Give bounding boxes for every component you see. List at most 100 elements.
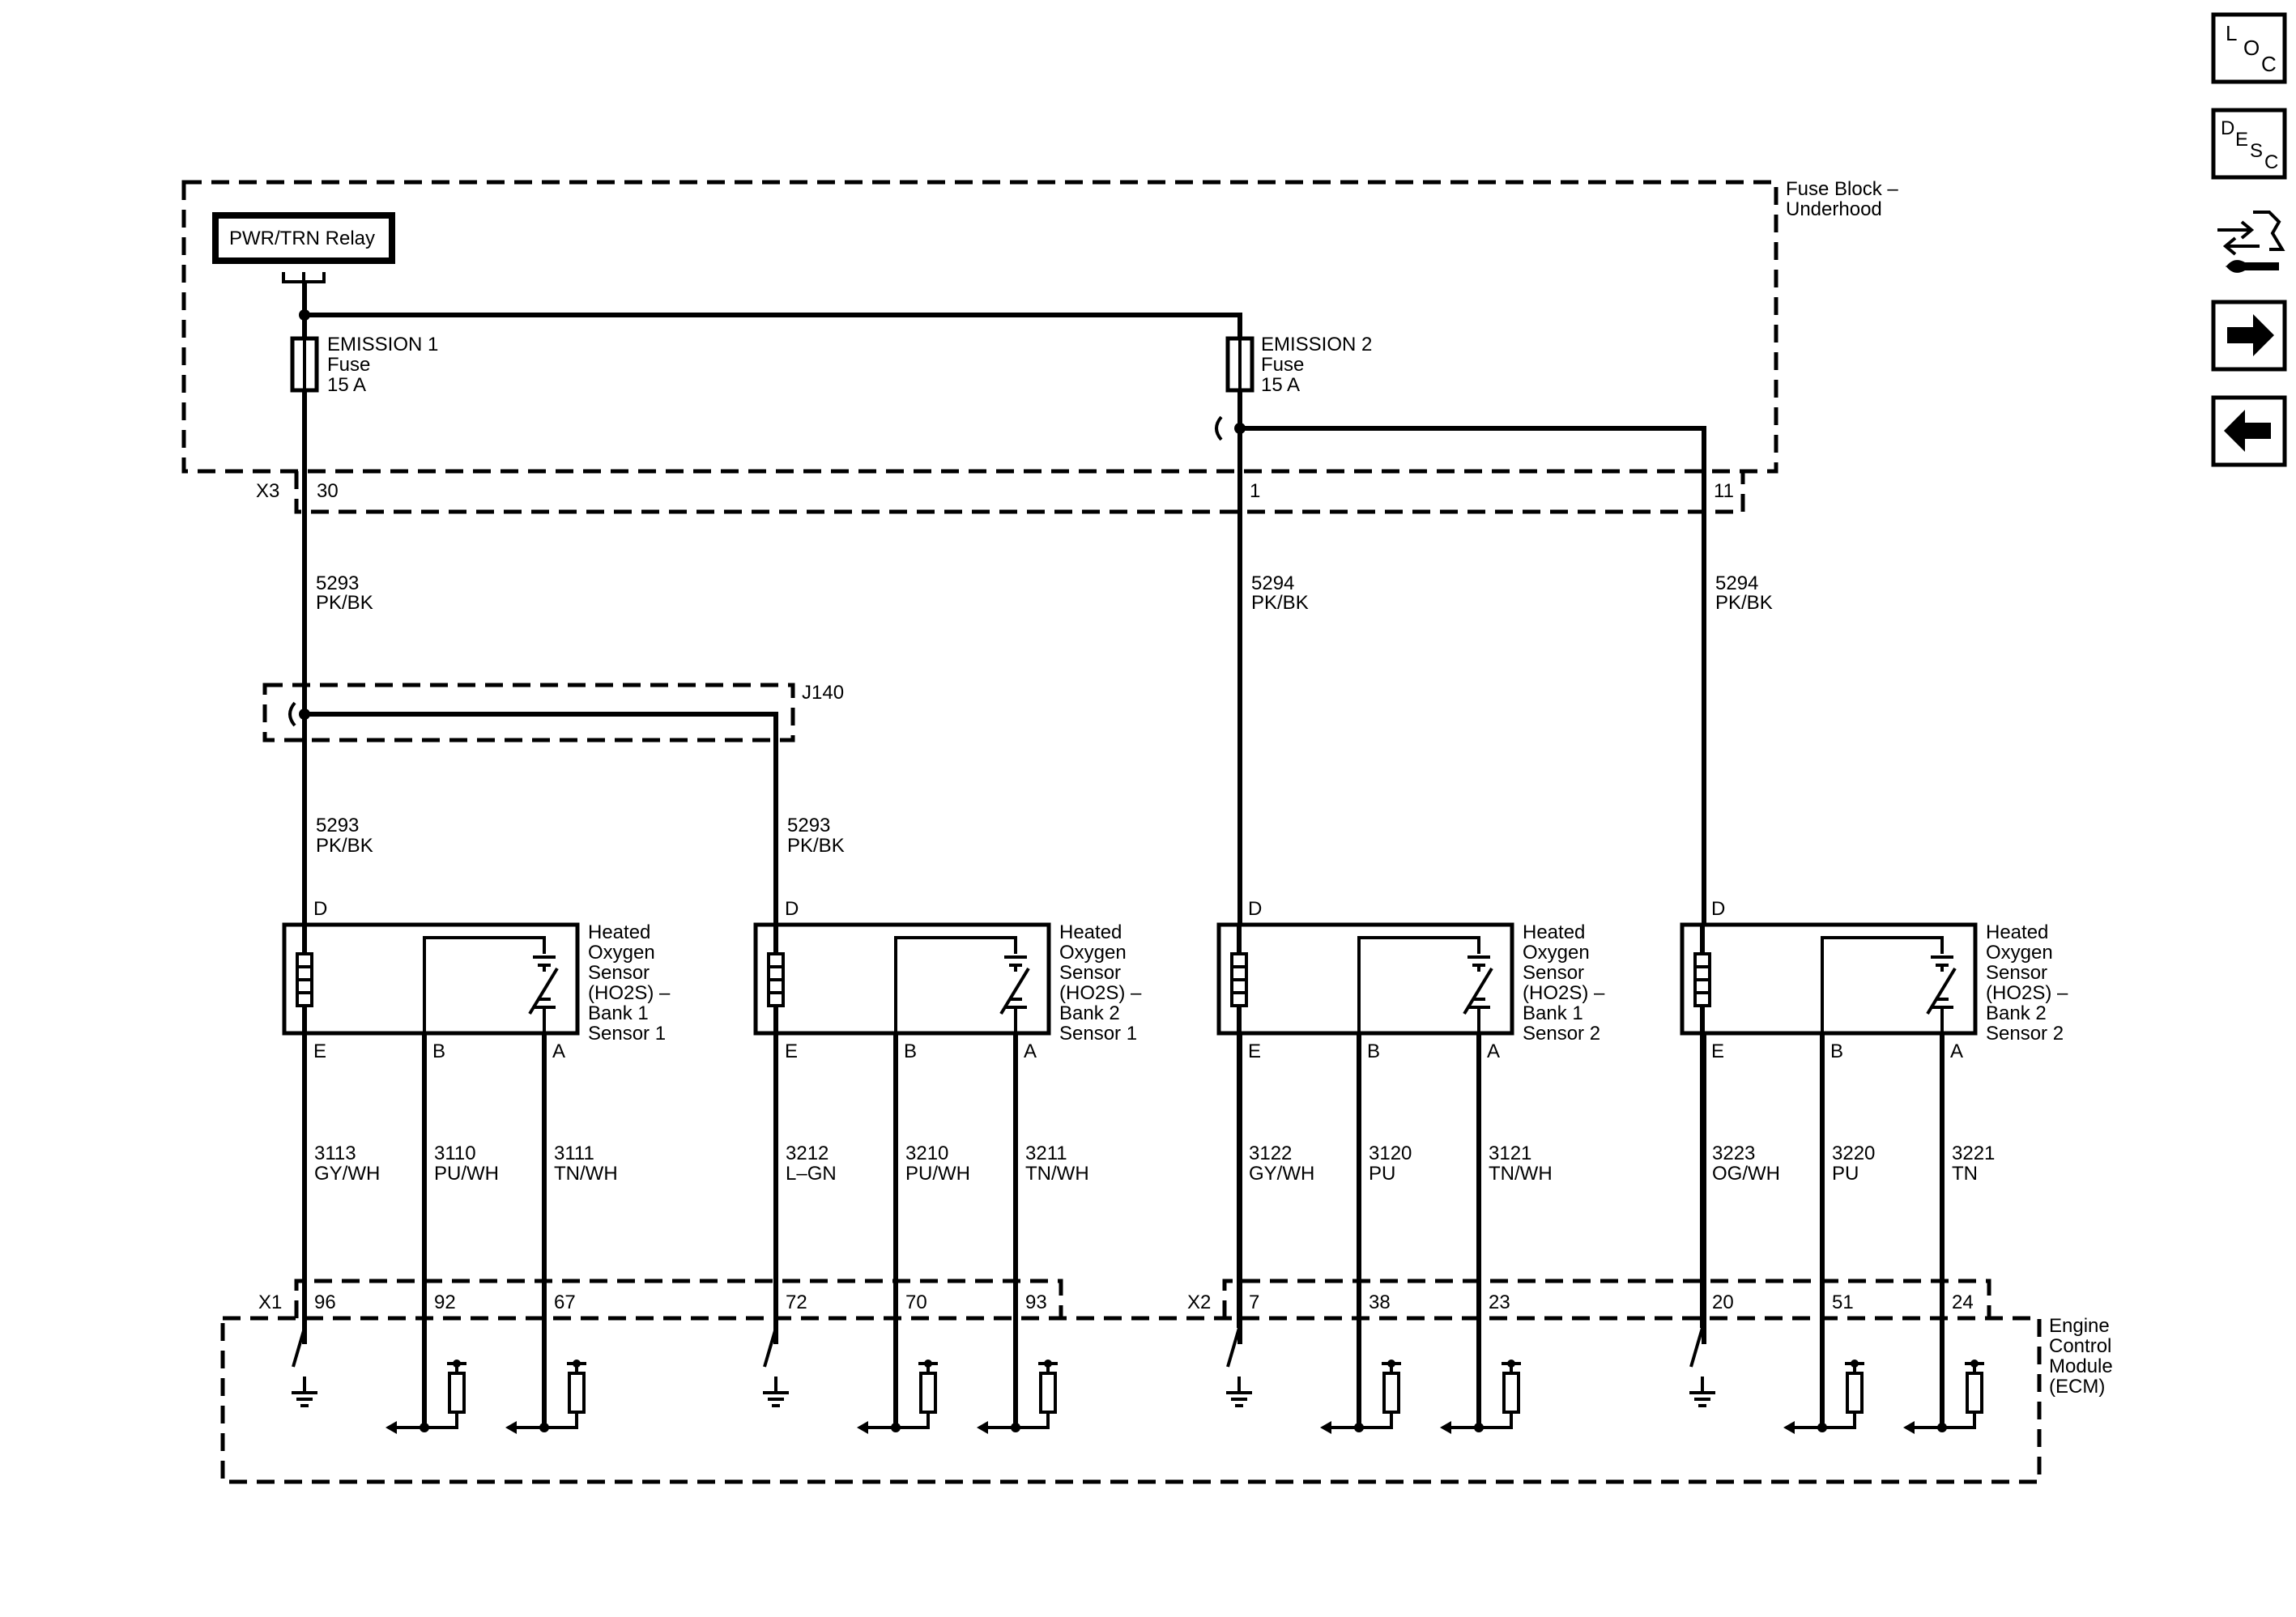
j140-outline — [262, 683, 795, 743]
sensor-name-line: Sensor 1 — [1059, 1023, 1137, 1045]
sensor-name-line: Bank 1 — [1523, 1002, 1583, 1024]
connector-x1: X1 — [258, 1279, 1063, 1318]
ground-icon — [292, 1377, 317, 1407]
sensor-name-line: Sensor — [1986, 962, 2047, 984]
connector-x2: X2 — [1187, 1279, 1991, 1318]
ground-switch — [1689, 1327, 1704, 1368]
loc-letter-o: O — [2243, 36, 2260, 60]
sensor-name-line: Sensor 2 — [1523, 1023, 1600, 1045]
wire-label-circuit: 3221 — [1952, 1143, 1995, 1164]
ecm-label-3: Module — [2049, 1355, 2113, 1377]
sensor-pin-b: B — [432, 1040, 445, 1062]
sensor-name-line: Sensor 2 — [1986, 1023, 2064, 1045]
sensor-pin-d: D — [1711, 898, 1725, 920]
desc-letter-s: S — [2250, 140, 2263, 162]
wire-label-color: TN/WH — [554, 1163, 618, 1185]
wire-label-color: PU — [1369, 1163, 1395, 1185]
ground-icon — [763, 1377, 789, 1407]
x1-outline — [294, 1279, 1063, 1318]
sensor-pin-d: D — [785, 898, 799, 920]
sensor-name-line: Bank 2 — [1986, 1002, 2047, 1024]
pullup-resistor — [1039, 1372, 1057, 1414]
splice-mark-2 — [288, 701, 296, 727]
sensor-name-line: Sensor 1 — [588, 1023, 666, 1045]
sensor-name-line: Heated — [1523, 921, 1585, 943]
reference-node — [1044, 1360, 1052, 1368]
previous-button[interactable] — [2211, 395, 2287, 467]
next-button[interactable] — [2211, 300, 2287, 372]
fuse-emission-1: EMISSION 1 Fuse 15 A — [290, 334, 438, 396]
ground-icon — [1689, 1377, 1715, 1407]
wire-label-color: PU — [1832, 1163, 1859, 1185]
sensor-switch — [528, 967, 559, 1015]
sensor-name-line: (HO2S) – — [1986, 982, 2068, 1004]
relay-label: PWR/TRN Relay — [229, 228, 375, 249]
sensor-name-line: Heated — [1986, 921, 2048, 943]
wire-label-circuit: 5293 — [316, 815, 359, 836]
desc-button[interactable]: D E S C — [2211, 108, 2287, 180]
ecm-pin-label: 24 — [1952, 1291, 1974, 1313]
signal-line — [394, 1412, 458, 1429]
fuse-block-outline — [181, 180, 1778, 474]
sensor-signal-loop — [423, 936, 546, 1033]
sensor-pin-b: B — [904, 1040, 917, 1062]
signal-arrow-icon — [1783, 1421, 1795, 1434]
sensor-name-line: (HO2S) – — [588, 982, 671, 1004]
connector-x3: X3 30 1 11 — [256, 471, 1745, 514]
wire-label-circuit: 5294 — [1715, 572, 1758, 594]
signal-node — [1474, 1423, 1484, 1432]
sensor-cell-top — [533, 955, 556, 972]
sensor-signal-loop — [1357, 936, 1480, 1033]
ground-switch — [292, 1327, 306, 1368]
wire-label-color: PK/BK — [787, 835, 845, 857]
sensor-box — [282, 922, 580, 1036]
fuse-block-title-1: Fuse Block – — [1786, 178, 1898, 200]
fuse-1-name: EMISSION 1 — [327, 334, 438, 355]
signal-arrow-icon — [1440, 1421, 1451, 1434]
connector-wrench-button[interactable] — [2217, 211, 2285, 273]
fuse-block: Fuse Block – Underhood — [181, 178, 1898, 474]
sensor-name-line: (HO2S) – — [1523, 982, 1605, 1004]
signal-line — [865, 1412, 930, 1429]
relay-box — [212, 212, 395, 264]
ecm-label-4: (ECM) — [2049, 1376, 2105, 1398]
sensor-name-line: (HO2S) – — [1059, 982, 1142, 1004]
signal-node — [1354, 1423, 1364, 1432]
ground-switch — [1226, 1327, 1241, 1368]
signal-line — [1328, 1412, 1393, 1429]
bus-node — [299, 309, 310, 321]
sensor-box — [1680, 922, 1978, 1036]
ground-switch — [763, 1327, 777, 1368]
sensor-pin-b: B — [1367, 1040, 1380, 1062]
sensor-cell-top — [1467, 955, 1490, 972]
wire-label-circuit: 3212 — [786, 1143, 829, 1164]
ecm-pin-label: 72 — [786, 1291, 807, 1313]
signal-arrow-icon — [505, 1421, 517, 1434]
signal-line — [1791, 1412, 1856, 1429]
ecm-pin-label: 23 — [1489, 1291, 1510, 1313]
pullup-resistor — [1846, 1372, 1864, 1414]
wire-label-color: PK/BK — [316, 592, 373, 614]
wire-label-color: PK/BK — [1715, 592, 1773, 614]
loc-button[interactable]: L O C — [2211, 12, 2287, 84]
ecm-internals — [292, 1327, 1984, 1434]
fuse-2-name: EMISSION 2 — [1261, 334, 1372, 355]
sensor-pin-e: E — [1248, 1040, 1261, 1062]
sensor-pin-d: D — [1248, 898, 1262, 920]
sensor-switch — [999, 967, 1030, 1015]
fuse-block-title-2: Underhood — [1786, 198, 1882, 220]
sensor-name-line: Bank 2 — [1059, 1002, 1120, 1024]
arrow-right-icon — [2227, 314, 2274, 356]
wire-label-color: TN/WH — [1025, 1163, 1089, 1185]
reference-node — [1970, 1360, 1979, 1368]
wire-label-circuit: 5293 — [316, 572, 359, 594]
wire-label-circuit: 3120 — [1369, 1143, 1412, 1164]
signal-line — [513, 1412, 578, 1429]
x1-label: X1 — [258, 1291, 282, 1313]
sensor-cell-top — [1004, 955, 1027, 972]
signal-arrow-icon — [386, 1421, 397, 1434]
